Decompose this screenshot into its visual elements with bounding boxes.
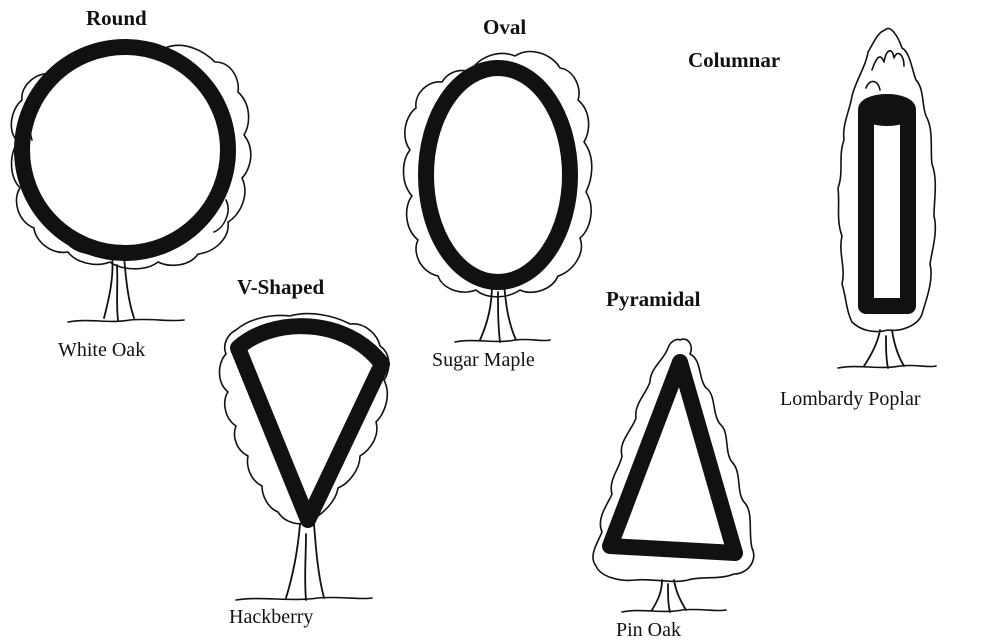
vshaped-shape-label: V-Shaped [237, 277, 324, 298]
pyramidal-ground [622, 609, 726, 612]
columnar-shape-top [866, 102, 908, 118]
oval-trunk [480, 284, 516, 342]
columnar-shape-label: Columnar [688, 50, 780, 71]
columnar-tree-drawing [838, 28, 936, 368]
round-ground [68, 319, 184, 322]
white-oak-label: White Oak [58, 340, 145, 360]
lombardy-poplar-label: Lombardy Poplar [780, 389, 921, 409]
columnar-canopy-flames [866, 51, 904, 90]
sugar-maple-label: Sugar Maple [432, 350, 535, 370]
pin-oak-label: Pin Oak [616, 620, 681, 640]
pyramidal-shape-label: Pyramidal [606, 289, 701, 310]
hackberry-label: Hackberry [229, 607, 313, 627]
round-tree-drawing [11, 42, 250, 322]
oval-shape-label: Oval [483, 17, 526, 38]
pyramidal-trunk [652, 580, 686, 612]
columnar-shape-cylinder [866, 112, 908, 306]
round-trunk [104, 255, 134, 320]
pyramidal-shape-triangle [610, 362, 735, 553]
vshaped-ground [236, 597, 372, 600]
vshaped-trunk [286, 524, 324, 600]
oval-ground [455, 339, 550, 342]
columnar-canopy-outline [838, 28, 935, 331]
oval-shape-ellipse [426, 68, 570, 282]
round-shape-label: Round [86, 8, 147, 29]
vshaped-shape-wedge [238, 326, 382, 520]
vshaped-tree-drawing [220, 314, 389, 600]
pyramidal-tree-drawing [593, 339, 754, 612]
columnar-trunk [864, 330, 904, 368]
round-shape-circle [22, 47, 228, 253]
oval-tree-drawing [404, 52, 592, 342]
